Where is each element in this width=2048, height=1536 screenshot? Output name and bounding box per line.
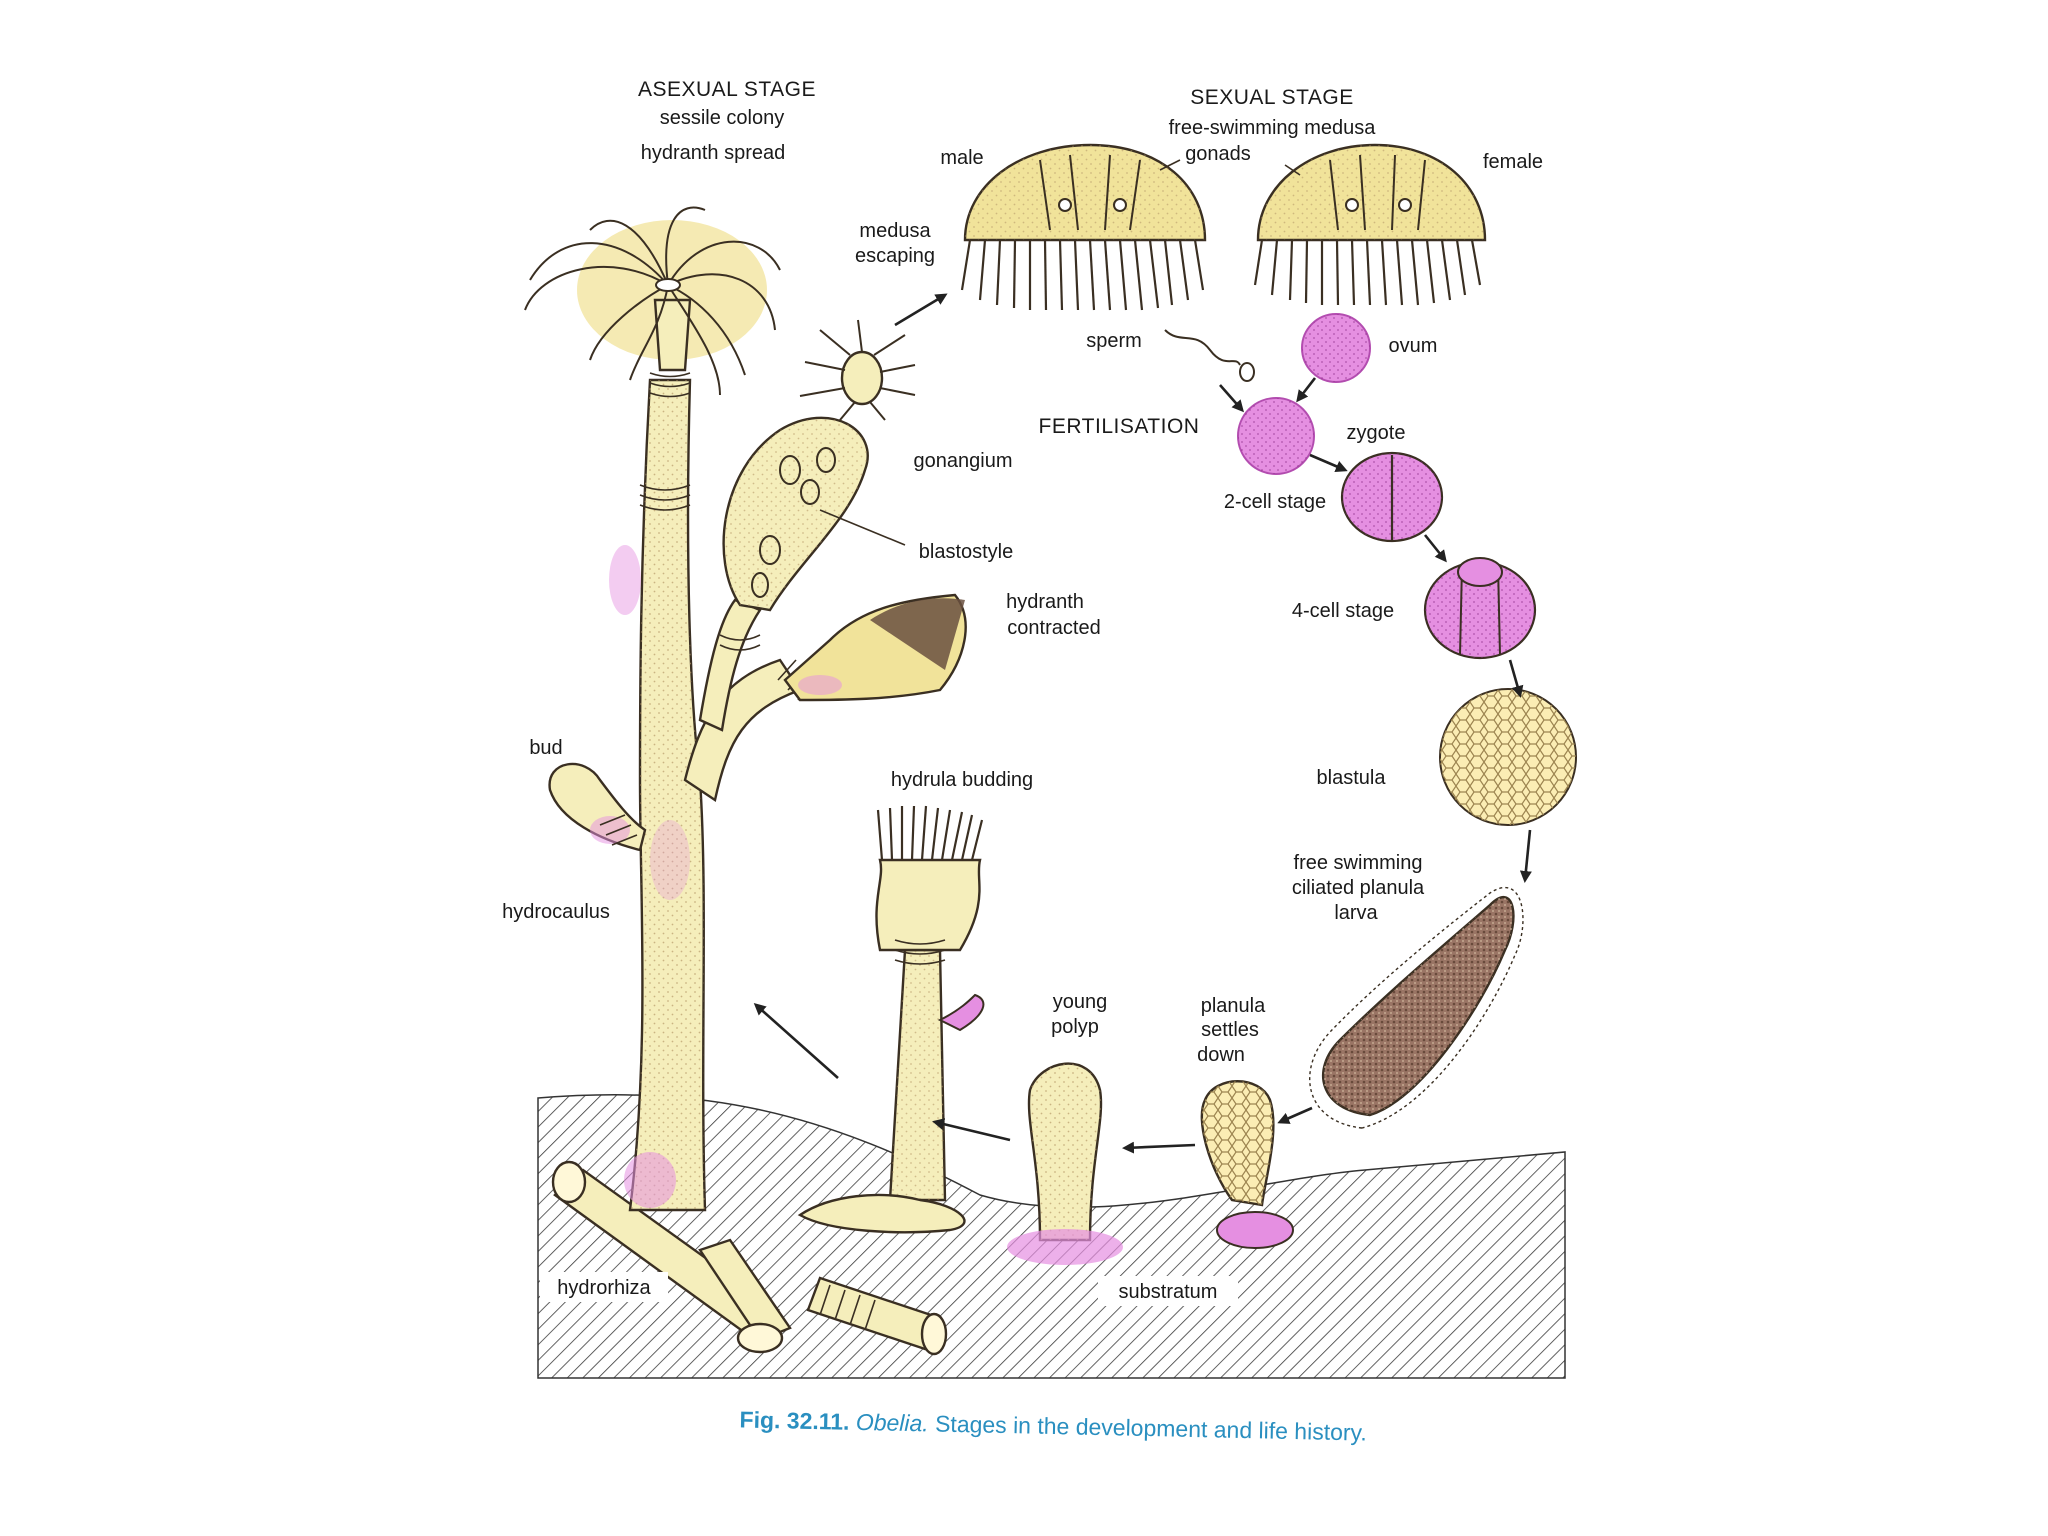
arrow-icon [932, 1118, 1011, 1142]
medusa-escaping-label-2: escaping [855, 245, 935, 267]
two-cell-stage [1340, 451, 1444, 543]
blastostyle-label: blastostyle [919, 541, 1014, 563]
asexual-stage-title: ASEXUAL STAGE [638, 78, 816, 101]
young-polyp-label-1: young [1053, 991, 1108, 1013]
ovum [1301, 313, 1371, 383]
arrow-icon [1508, 659, 1524, 698]
hydrocaulus-label: hydrocaulus [502, 901, 610, 923]
arrow-icon [1423, 534, 1447, 563]
male-medusa [960, 143, 1207, 311]
arrow-icon [753, 1003, 839, 1079]
arrow-icon [1219, 384, 1244, 413]
figure-caption: Fig. 32.11. Obelia. Stages in the develo… [739, 1406, 1367, 1445]
planula-label-3: larva [1334, 902, 1378, 924]
hydrula-budding-label: hydrula budding [891, 769, 1033, 791]
hydrula-budding [797, 805, 985, 1234]
fertilisation-label: FERTILISATION [1039, 415, 1200, 438]
planula-settles-label-1: planula [1201, 995, 1266, 1017]
arrows [753, 293, 1532, 1154]
four-cell-stage [1423, 557, 1537, 660]
caption-fig-number: Fig. 32.11. [739, 1406, 849, 1434]
young-polyp-label-2: polyp [1051, 1016, 1099, 1038]
free-swimming-medusa-label: free-swimming medusa [1169, 117, 1377, 139]
blastula-label: blastula [1317, 767, 1387, 789]
bud [548, 762, 647, 852]
gonangium-label: gonangium [914, 450, 1013, 472]
sexual-stage-title: SEXUAL STAGE [1190, 86, 1354, 109]
arrow-icon [1296, 377, 1317, 403]
hydrorhiza-label: hydrorhiza [557, 1277, 651, 1299]
arrow-icon [1519, 829, 1532, 883]
zygote [1237, 397, 1315, 475]
gonangium [722, 416, 869, 612]
arrow-icon [1309, 453, 1348, 472]
four-cell-stage-label: 4-cell stage [1292, 600, 1394, 622]
substratum-label: substratum [1119, 1281, 1218, 1303]
colony [524, 206, 967, 1356]
male-label: male [940, 147, 983, 169]
planula-settles-label-3: down [1197, 1044, 1245, 1066]
caption-genus: Obelia. [856, 1409, 929, 1437]
arrow-icon [894, 293, 948, 327]
young-polyp [1007, 1062, 1123, 1265]
arrow-icon [1277, 1106, 1313, 1124]
caption-text: Stages in the development and life histo… [935, 1411, 1367, 1446]
medusa-escaping-label-1: medusa [859, 220, 931, 242]
arrow-icon [1122, 1141, 1196, 1154]
zygote-label: zygote [1347, 422, 1406, 444]
hydranth-contracted-label-2: contracted [1007, 617, 1100, 639]
bud-label: bud [529, 737, 562, 759]
hydranth-contracted-label-1: hydranth [1006, 591, 1084, 613]
sessile-colony-label: sessile colony [660, 107, 785, 129]
medusa-escaping [799, 319, 916, 421]
planula-label-1: free swimming [1294, 852, 1423, 874]
labels: ASEXUAL STAGE sessile colony hydranth sp… [502, 78, 1543, 1306]
hydrorhiza-branch [698, 1238, 792, 1342]
two-cell-stage-label: 2-cell stage [1224, 491, 1326, 513]
planula-settles-label-2: settles [1201, 1019, 1259, 1041]
blastula [1439, 688, 1577, 826]
branch-right [683, 658, 802, 802]
hydranth-spread-label: hydranth spread [641, 142, 786, 164]
planula-larva [1309, 886, 1524, 1129]
female-medusa [1253, 143, 1487, 306]
ovum-label: ovum [1389, 335, 1438, 357]
female-label: female [1483, 151, 1543, 173]
sperm-label: sperm [1086, 330, 1142, 352]
planula-settles-down [1200, 1080, 1294, 1249]
gonads-label: gonads [1185, 143, 1251, 165]
planula-label-2: ciliated planula [1292, 877, 1425, 899]
hydranth-contracted [783, 593, 967, 702]
sperm [1164, 329, 1255, 382]
hydranth-spread [524, 206, 781, 396]
